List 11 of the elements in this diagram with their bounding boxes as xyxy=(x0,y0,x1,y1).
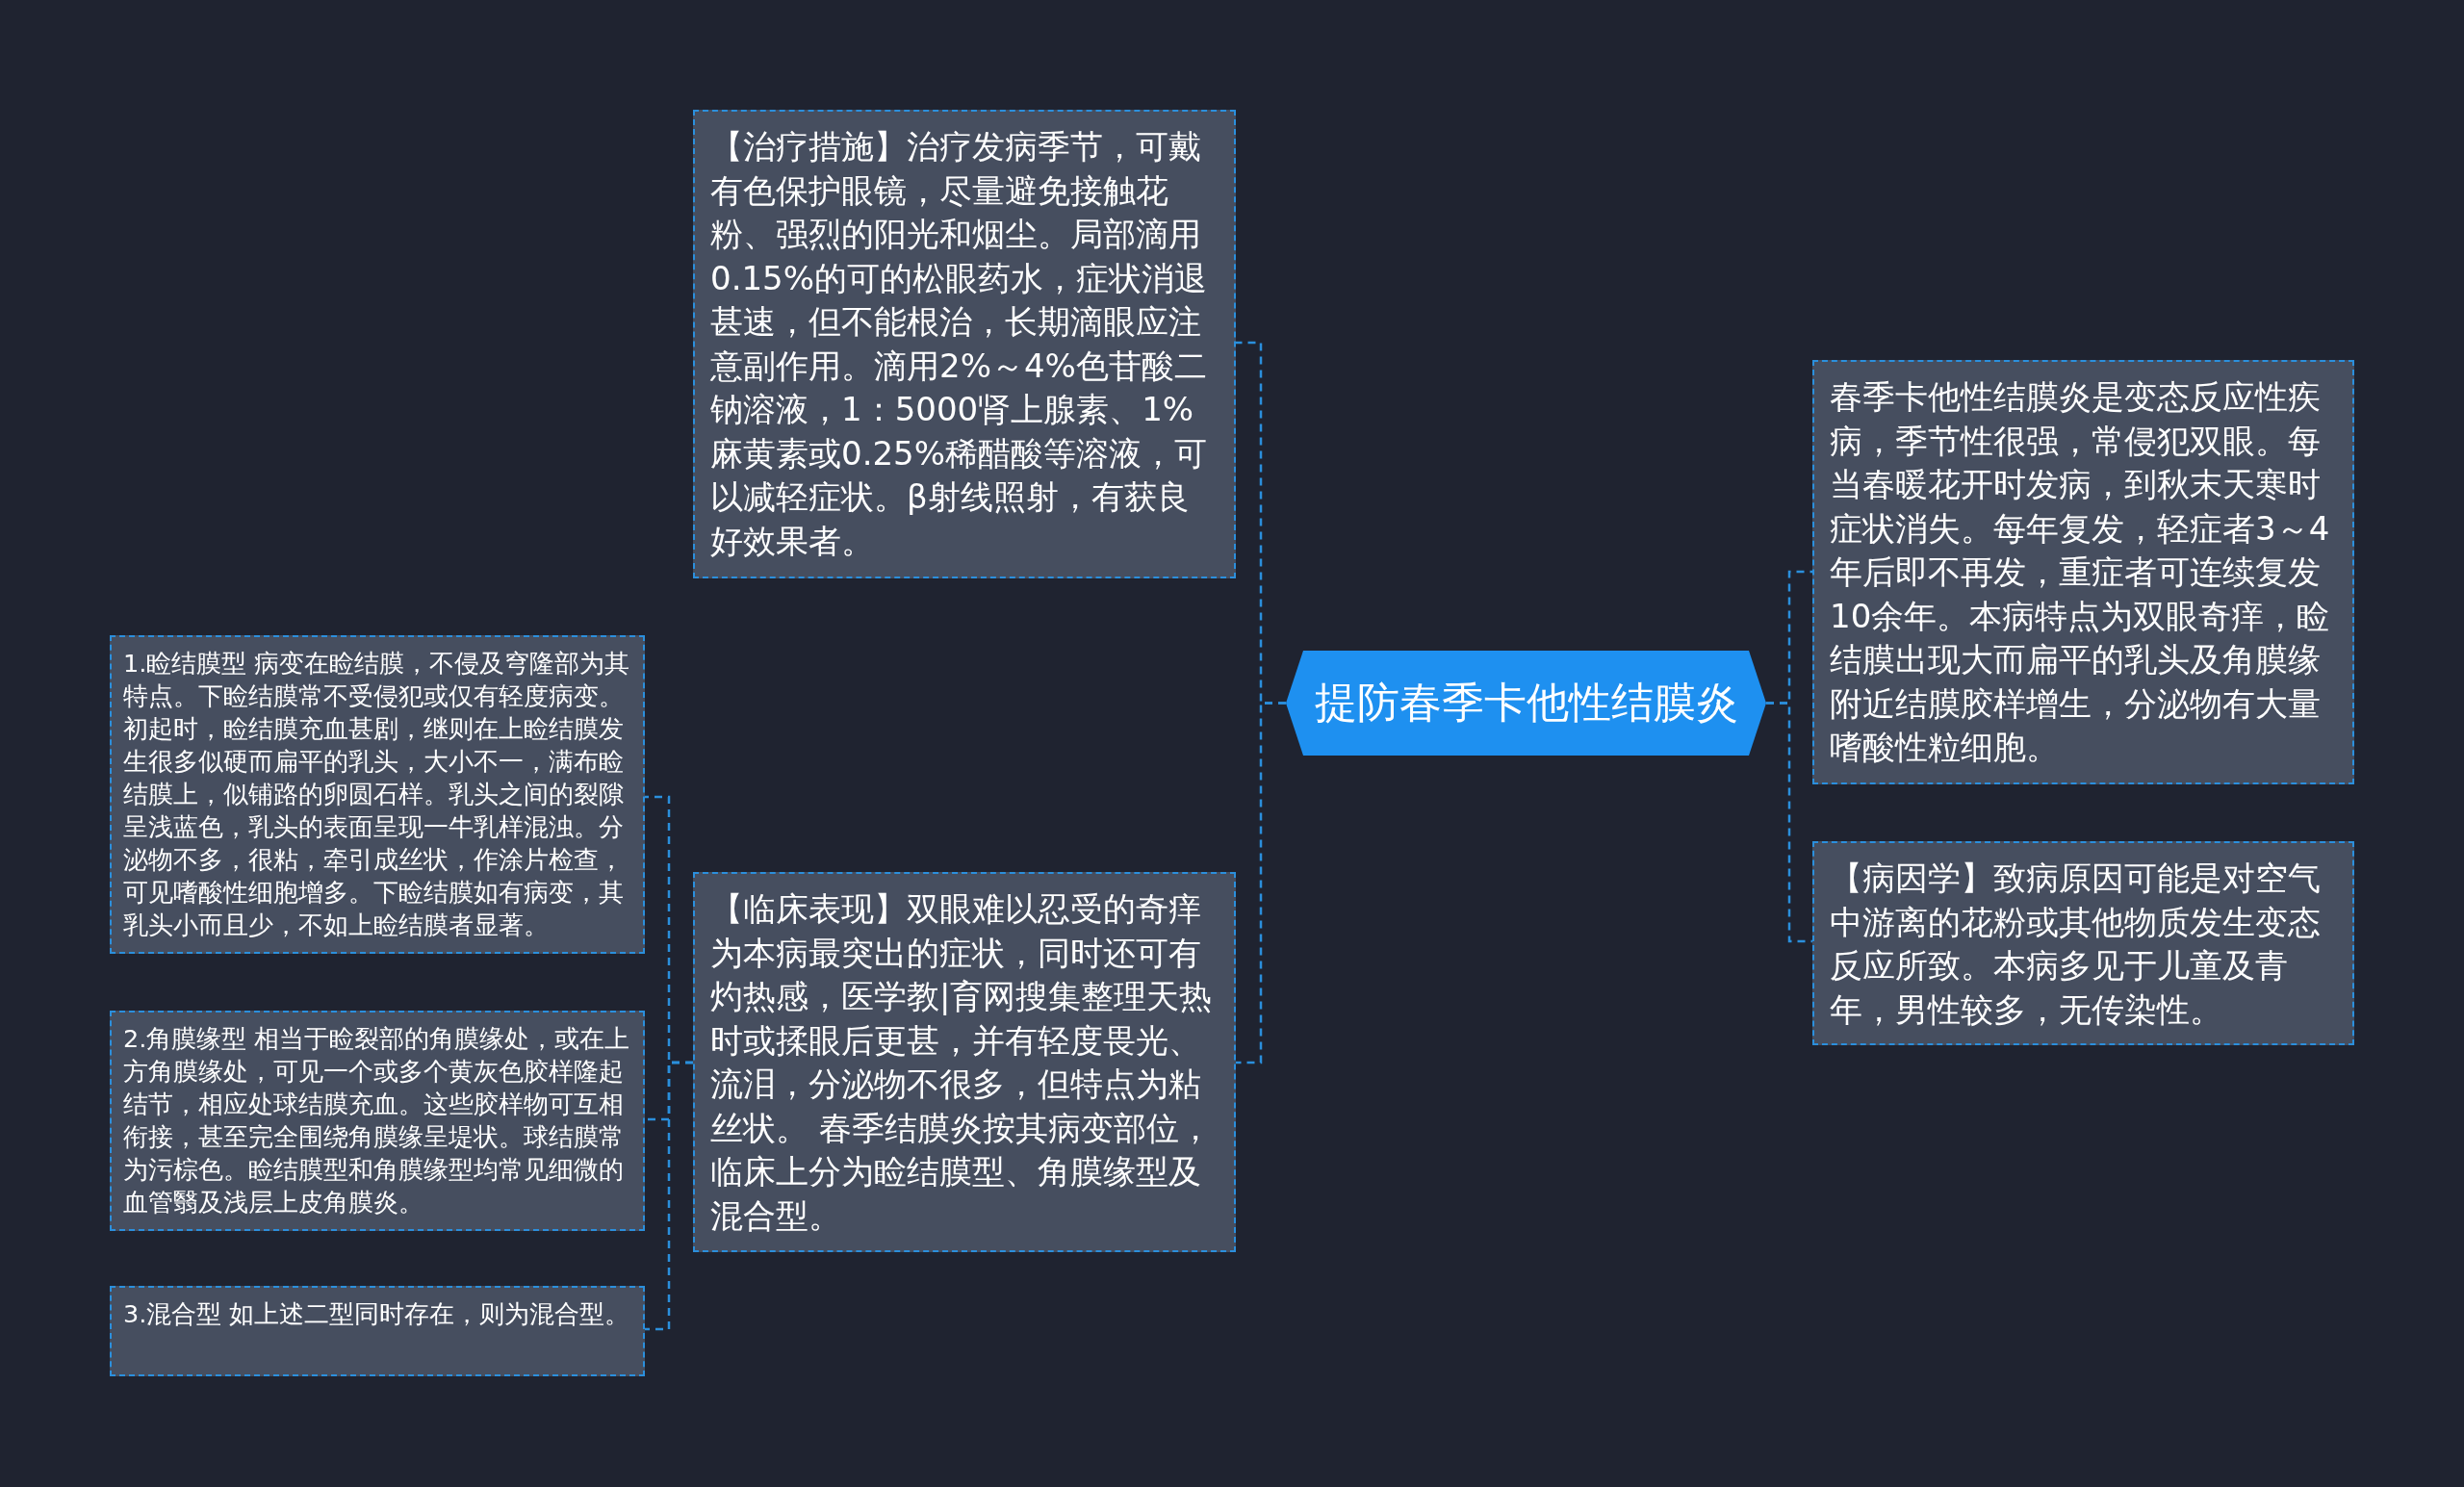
note-card: 2.角膜缘型 相当于睑裂部的角膜缘处，或在上方角膜缘处，可见一个或多个黄灰色胶样隆起结节，相应处球结膜充血。这些胶样物可互相衔接，甚至完全围绕角膜缘呈堤状。球结膜常为污棕色。睑结膜型和角膜缘型均常见细微的血管翳及浅层上皮角膜炎。 xyxy=(110,1011,645,1231)
connector-line xyxy=(1236,702,1286,1064)
topic-hexagon: 提防春季卡他性结膜炎 xyxy=(1286,651,1766,756)
note-card: 3.混合型 如上述二型同时存在，则为混合型。 xyxy=(110,1286,645,1376)
note-card: 1.睑结膜型 病变在睑结膜，不侵及穹隆部为其特点。下睑结膜常不受侵犯或仅有轻度病变。初起时，睑结膜充血甚剧，继则在上睑结膜发生很多似硬而扁平的乳头，大小不一，满布睑结膜上，似铺路的卵圆石样。乳头之间的裂隙呈浅蓝色，乳头的表面呈现一牛乳样混浊。分泌物不多，很粘，牵引成丝状，作涂片检查，可见嗜酸性细胞增多。下睑结膜如有病变，其乳头小而且少，不如上睑结膜者显著。 xyxy=(110,635,645,954)
note-card: 【病因学】致病原因可能是对空气中游离的花粉或其他物质发生变态反应所致。本病多见于儿童及青年，男性较多，无传染性。 xyxy=(1812,841,2354,1045)
connector-line xyxy=(1766,702,1812,943)
note-card: 【临床表现】双眼难以忍受的奇痒为本病最突出的症状，同时还可有灼热感，医学教|育网搜集整理天热时或揉眼后更甚，并有轻度畏光、流泪，分泌物不很多，但特点为粘丝状。 春季结膜炎按其病变部位，临床上分为睑结膜型、角膜缘型及混合型。 xyxy=(693,872,1236,1252)
note-card: 【治疗措施】治疗发病季节，可戴有色保护眼镜，尽量避免接触花粉、强烈的阳光和烟尘。局部滴用0.15%的可的松眼药水，症状消退甚速，但不能根治，长期滴眼应注意副作用。滴用2%～4%色苷酸二钠溶液，1：5000肾上腺素、1%麻黄素或0.25%稀醋酸等溶液，可以减轻症状。β射线照射，有获良好效果者。 xyxy=(693,110,1236,578)
connector-line xyxy=(645,1061,693,1331)
note-card: 春季卡他性结膜炎是变态反应性疾病，季节性很强，常侵犯双眼。每当春暖花开时发病，到秋末天寒时症状消失。每年复发，轻症者3～4年后即不再发，重症者可连续复发10余年。本病特点为双眼奇痒，睑结膜出现大而扁平的乳头及角膜缘附近结膜胶样增生，分泌物有大量嗜酸性粒细胞。 xyxy=(1812,360,2354,784)
